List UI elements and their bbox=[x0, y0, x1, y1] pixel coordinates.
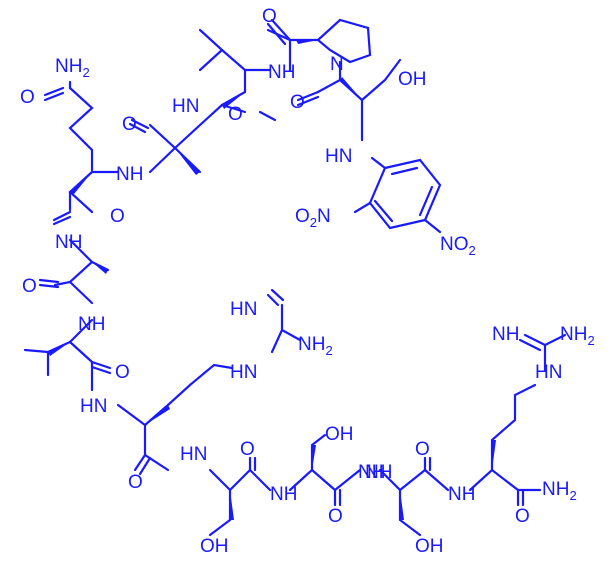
atom-label: NH bbox=[116, 164, 143, 185]
atom-label: O bbox=[128, 472, 143, 493]
atom-label: NO2 bbox=[440, 234, 476, 258]
stereo-wedges bbox=[48, 40, 496, 520]
atom-label: NH bbox=[78, 314, 105, 335]
atom-label: NH2 bbox=[55, 56, 90, 80]
atom-label: NH bbox=[270, 484, 297, 505]
atom-label: NH bbox=[492, 324, 519, 345]
atom-label: NH bbox=[365, 462, 392, 483]
atom-label: HN bbox=[80, 396, 107, 417]
atom-label: O bbox=[290, 92, 305, 113]
atom-label: O2N bbox=[295, 206, 331, 230]
atom-label: HN bbox=[325, 146, 352, 167]
atom-label: O bbox=[22, 276, 37, 297]
atom-label: HN bbox=[230, 362, 257, 383]
atom-label: NH bbox=[55, 232, 82, 253]
atom-label: O bbox=[328, 506, 343, 527]
atom-label: NH2 bbox=[560, 324, 595, 348]
atom-label: NH bbox=[358, 462, 385, 483]
atom-label: HN bbox=[172, 96, 199, 117]
atom-label: O bbox=[415, 439, 430, 460]
atom-label: HN bbox=[230, 299, 257, 320]
atom-label: OH bbox=[398, 69, 427, 90]
atom-label: HN bbox=[535, 362, 562, 383]
atom-label: O bbox=[110, 206, 125, 227]
atom-label: NH bbox=[448, 484, 475, 505]
atom-label: NH2 bbox=[298, 334, 333, 358]
atom-label: OH bbox=[200, 536, 229, 557]
atom-label: O bbox=[20, 87, 35, 108]
atom-label: HN bbox=[180, 444, 207, 465]
atom-label: O bbox=[115, 362, 130, 383]
atom-labels: NH2 O O NH O N OH HN O O NH HN O O2N NO2… bbox=[20, 6, 595, 557]
atom-label: NH bbox=[268, 62, 295, 83]
atom-label: N bbox=[330, 54, 344, 75]
atom-label: O bbox=[122, 114, 137, 135]
atom-label: O bbox=[228, 104, 243, 125]
atom-label: OH bbox=[415, 536, 444, 557]
atom-label: NH2 bbox=[542, 479, 577, 503]
atom-label: O bbox=[262, 6, 277, 27]
atom-label: OH bbox=[325, 424, 354, 445]
atom-label: O bbox=[515, 506, 530, 527]
atom-label: O bbox=[240, 439, 255, 460]
